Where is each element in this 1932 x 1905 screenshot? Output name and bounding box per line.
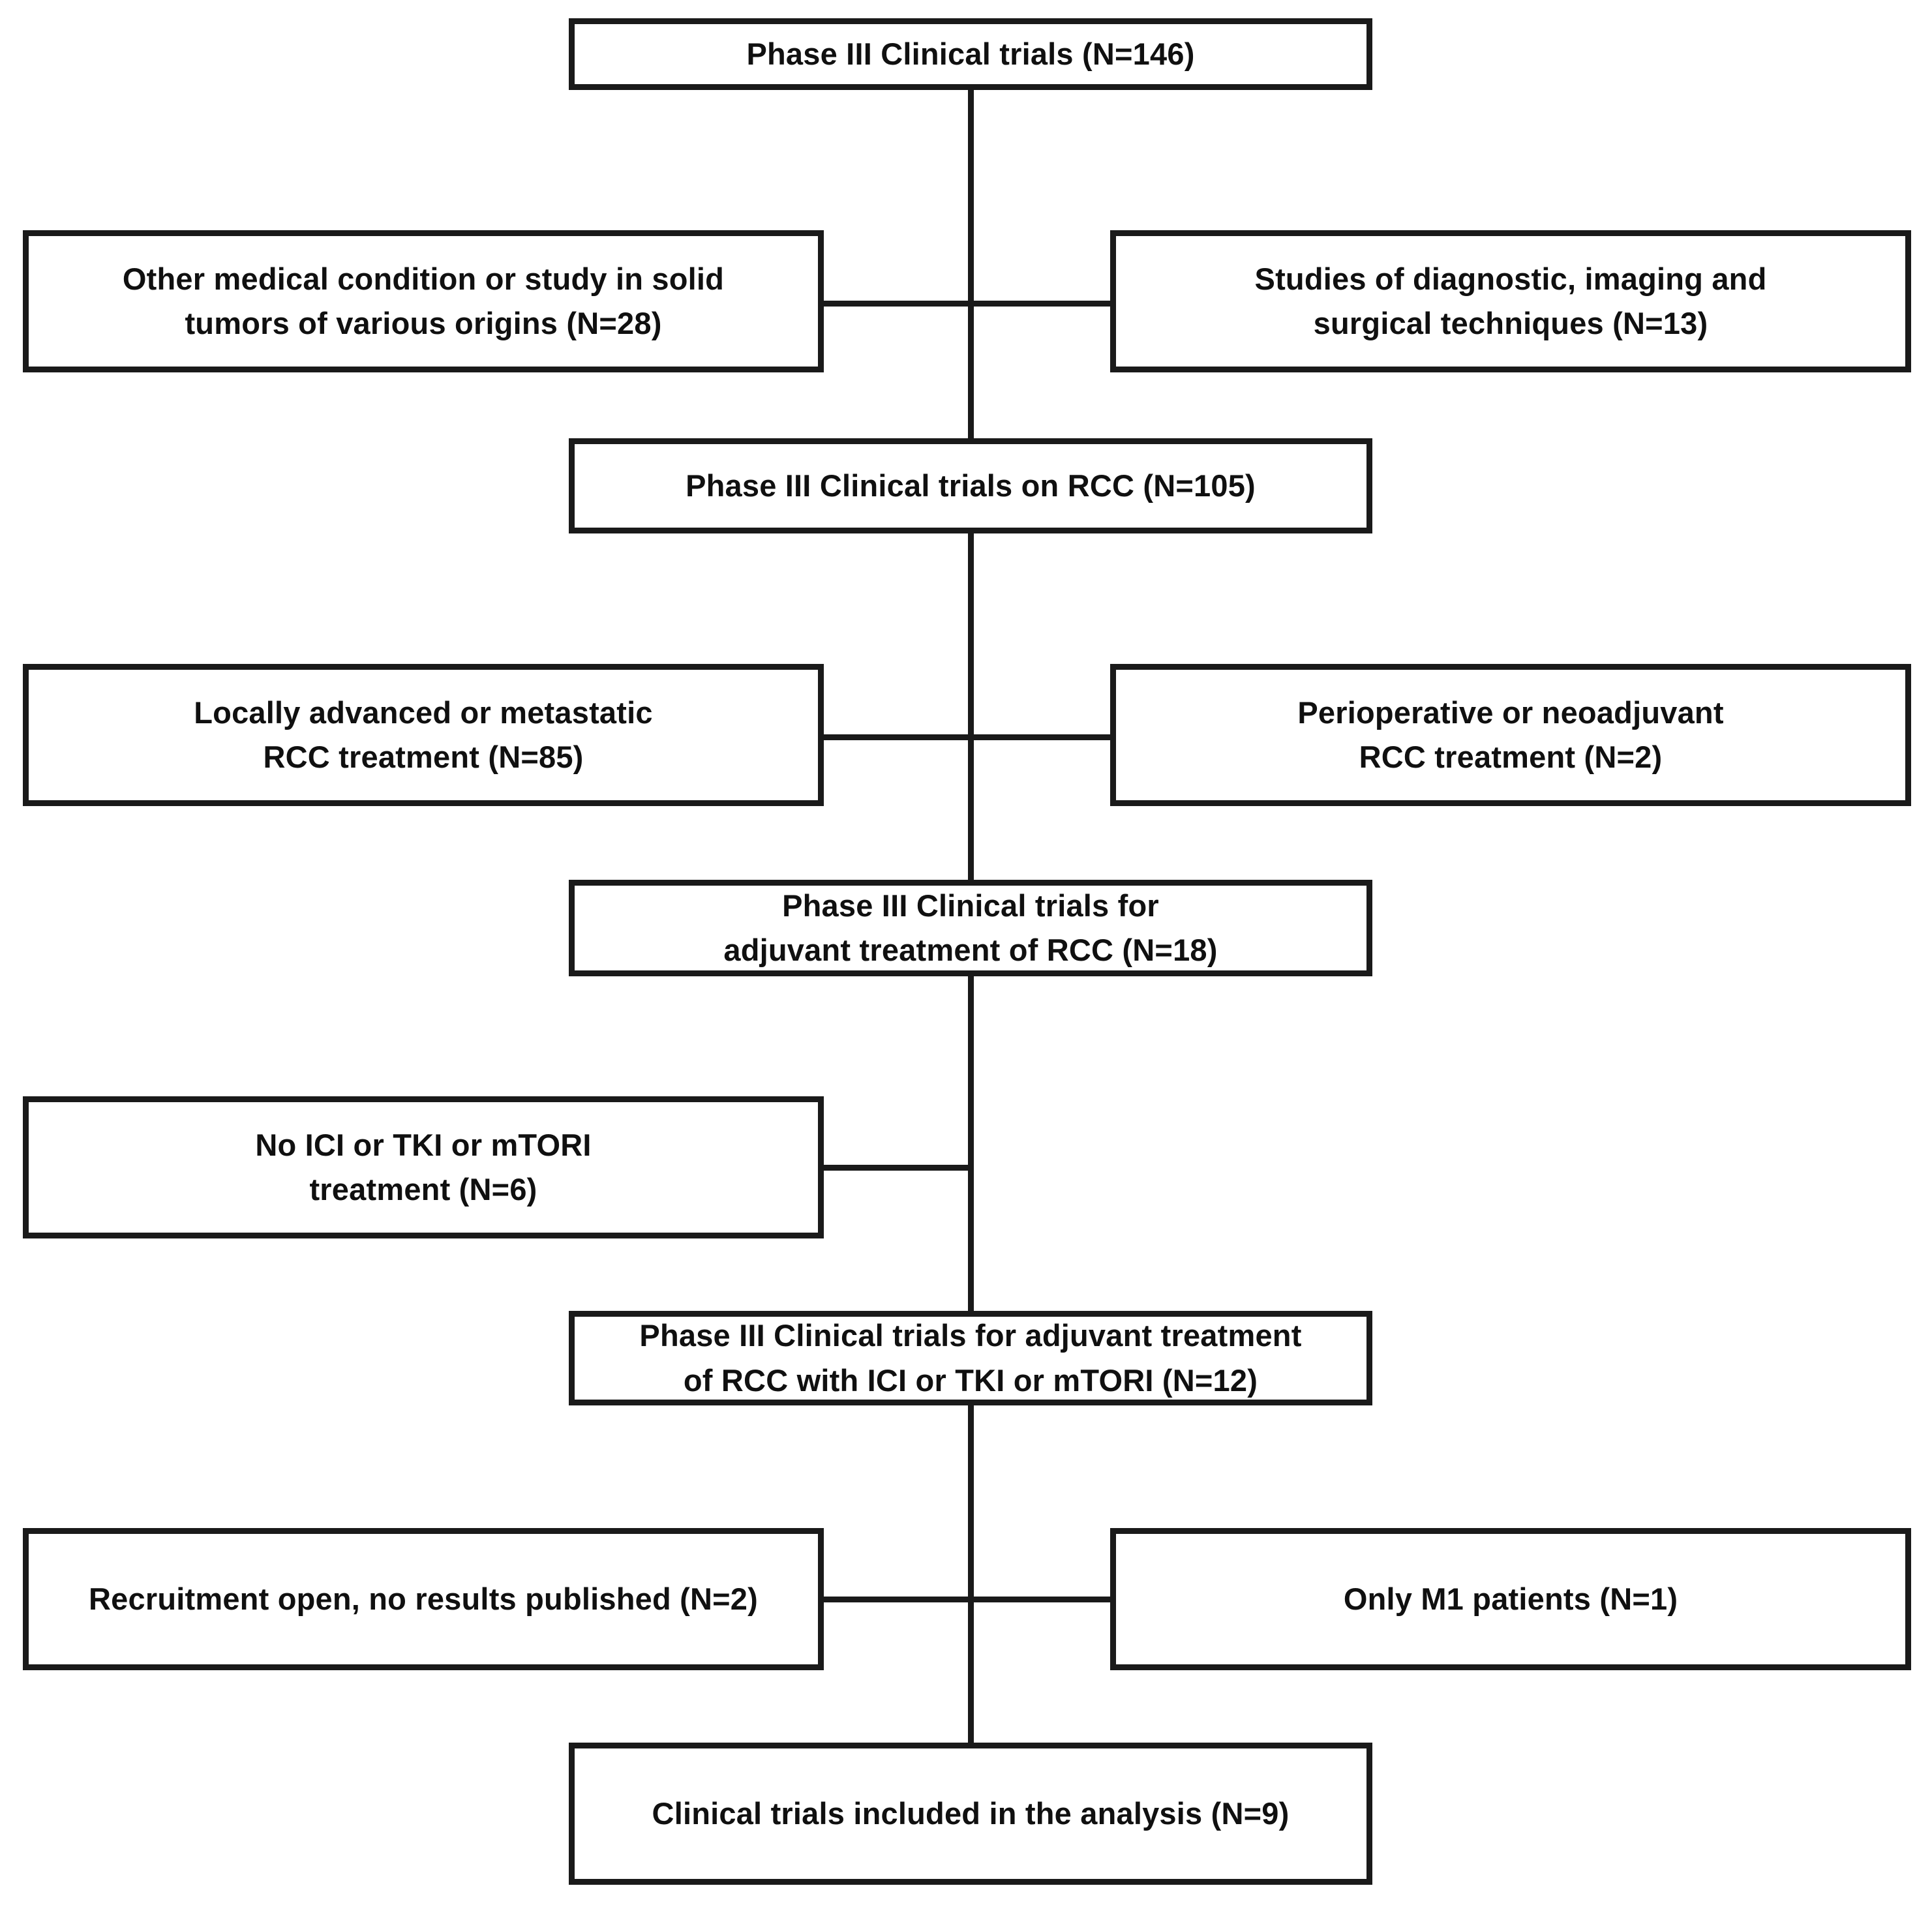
connector-horizontal-2-right	[968, 734, 1114, 740]
node-phase3-adjuvant-treatment-rcc: Phase III Clinical trials for adjuvant t…	[569, 880, 1372, 976]
node-exclusion-no-ici-tki-mtori: No ICI or TKI or mTORI treatment (N=6)	[23, 1096, 824, 1238]
connector-vertical-4	[968, 1402, 974, 1746]
node-label: Other medical condition or study in soli…	[122, 261, 725, 340]
connector-horizontal-4-left	[821, 1597, 972, 1602]
node-label: Phase III Clinical trials on RCC (N=105)	[686, 468, 1256, 503]
node-phase3-adjuvant-with-ici-tki-mtori: Phase III Clinical trials for adjuvant t…	[569, 1311, 1372, 1405]
node-exclusion-perioperative-neoadjuvant: Perioperative or neoadjuvant RCC treatme…	[1110, 664, 1911, 806]
node-label: Studies of diagnostic, imaging and surgi…	[1254, 261, 1767, 340]
connector-horizontal-2-left	[821, 734, 972, 740]
node-label: Phase III Clinical trials (N=146)	[746, 36, 1195, 71]
node-label: Only M1 patients (N=1)	[1343, 1581, 1678, 1616]
node-phase3-clinical-trials-total: Phase III Clinical trials (N=146)	[569, 18, 1372, 90]
node-label: No ICI or TKI or mTORI treatment (N=6)	[255, 1127, 592, 1207]
node-exclusion-locally-advanced-metastatic: Locally advanced or metastatic RCC treat…	[23, 664, 824, 806]
node-phase3-clinical-trials-rcc: Phase III Clinical trials on RCC (N=105)	[569, 438, 1372, 533]
connector-horizontal-1-left	[821, 301, 972, 307]
node-exclusion-other-medical-condition: Other medical condition or study in soli…	[23, 230, 824, 372]
node-label: Clinical trials included in the analysis…	[652, 1795, 1290, 1831]
node-label: Recruitment open, no results published (…	[89, 1581, 758, 1616]
connector-vertical-2	[968, 530, 974, 883]
node-exclusion-only-m1-patients: Only M1 patients (N=1)	[1110, 1528, 1911, 1670]
node-exclusion-diagnostic-imaging-surgical: Studies of diagnostic, imaging and surgi…	[1110, 230, 1911, 372]
node-label: Perioperative or neoadjuvant RCC treatme…	[1297, 695, 1724, 774]
node-label: Locally advanced or metastatic RCC treat…	[194, 695, 653, 774]
node-clinical-trials-included: Clinical trials included in the analysis…	[569, 1743, 1372, 1885]
connector-horizontal-1-right	[968, 301, 1114, 307]
connector-horizontal-3-left	[821, 1165, 972, 1171]
connector-vertical-3	[968, 973, 974, 1314]
connector-vertical-1	[968, 86, 974, 442]
node-exclusion-recruitment-open: Recruitment open, no results published (…	[23, 1528, 824, 1670]
connector-horizontal-4-right	[968, 1597, 1114, 1602]
node-label: Phase III Clinical trials for adjuvant t…	[639, 1318, 1302, 1398]
node-label: Phase III Clinical trials for adjuvant t…	[723, 888, 1218, 967]
